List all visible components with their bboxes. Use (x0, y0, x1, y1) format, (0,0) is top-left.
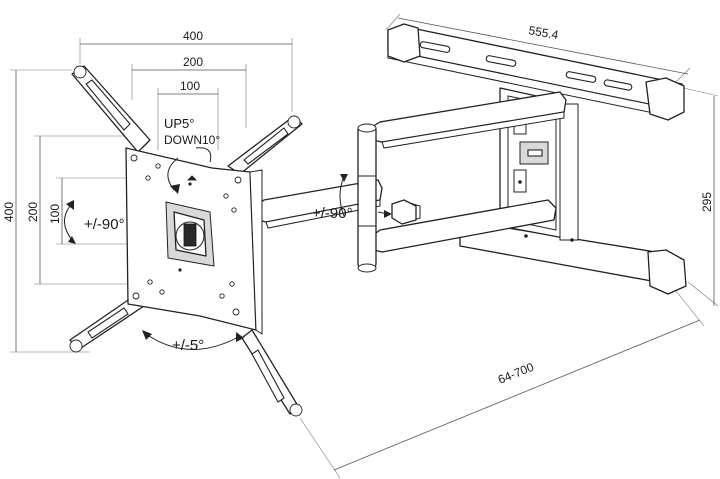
tilt-down-label: DOWN10° (164, 133, 220, 147)
arm-swivel-label: +/-90° (312, 205, 353, 222)
dimension-200-left: 200 (26, 202, 40, 222)
dimension-200-top: 200 (183, 55, 203, 69)
vesa-bracket (69, 65, 303, 417)
dimension-wall-plate-height: 295 (700, 192, 714, 212)
dimension-400-left: 400 (2, 202, 16, 222)
dimension-100-top: 100 (180, 79, 200, 93)
wall-plate (387, 23, 687, 295)
dimension-wall-plate-width: 555.4 (527, 23, 559, 42)
vesa-swivel-label: +/-90° (84, 216, 125, 233)
top-dimension-lines (79, 38, 293, 150)
tilt-up-label: UP5° (164, 116, 195, 131)
rotation-arrows (64, 147, 392, 350)
dimension-400-top: 400 (183, 29, 203, 43)
level-adjust-label: +/-5° (172, 337, 204, 354)
articulating-arms (255, 91, 567, 273)
wall-plate-dimension-lines (299, 13, 719, 479)
dimension-100-left: 100 (48, 204, 62, 224)
dimension-extension-range: 64-700 (496, 360, 536, 387)
